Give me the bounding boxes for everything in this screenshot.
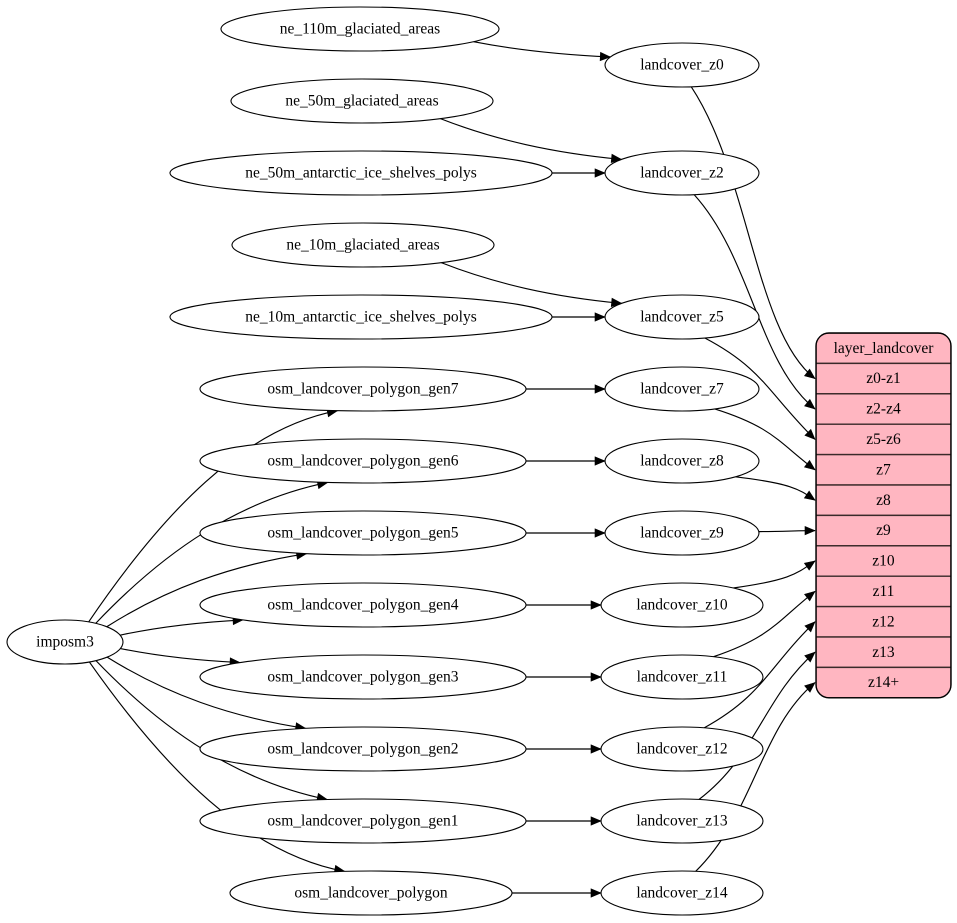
node-landcover_z2[interactable]: landcover_z2: [604, 150, 760, 196]
edge-imposm3-to-osm_landcover_polygon_gen3: [120, 647, 241, 667]
node-osm_landcover_polygon_gen7[interactable]: osm_landcover_polygon_gen7: [199, 366, 527, 412]
nodes-layer: imposm3 ne_110m_glaciated_areas ne_50m_gla…: [6, 6, 764, 916]
edge-imposm3-to-osm_landcover_polygon_gen4: [120, 615, 244, 636]
edge-osm_landcover_polygon_gen3-to-landcover_z11: [526, 672, 602, 682]
edges-layer: [88, 41, 816, 898]
node-osm_landcover_polygon_gen4[interactable]: osm_landcover_polygon_gen4: [199, 582, 527, 628]
layer-table-row[interactable]: z14+: [816, 666, 951, 698]
edge-osm_landcover_polygon_gen1-to-landcover_z13: [526, 816, 602, 826]
edge-ne_10m_antarctic_ice_shelves_polys-to-landcover_z5: [552, 312, 606, 322]
node-osm_landcover_polygon_gen2[interactable]: osm_landcover_polygon_gen2: [199, 726, 527, 772]
edge-osm_landcover_polygon-to-landcover_z14: [511, 888, 602, 898]
layer-table-row[interactable]: z9: [816, 514, 951, 547]
edge-ne_50m_antarctic_ice_shelves_polys-to-landcover_z2: [552, 168, 606, 178]
node-landcover_z8[interactable]: landcover_z8: [604, 438, 760, 484]
edge-landcover_z9-to-layer_landcover-z9: [758, 525, 816, 536]
node-osm_landcover_polygon_gen5[interactable]: osm_landcover_polygon_gen5: [199, 510, 527, 556]
node-ne_50m_glaciated_areas[interactable]: ne_50m_glaciated_areas: [230, 78, 494, 124]
layer-table-row[interactable]: z11: [816, 575, 951, 608]
node-ne_10m_antarctic_ice_shelves_polys[interactable]: ne_10m_antarctic_ice_shelves_polys: [169, 294, 553, 340]
node-landcover_z13[interactable]: landcover_z13: [600, 798, 764, 844]
edge-landcover_z2-to-layer_landcover-z2-z4: [693, 194, 816, 410]
layer-table-row[interactable]: z13: [816, 636, 951, 669]
edge-landcover_z13-to-layer_landcover-z13: [698, 651, 816, 800]
node-ne_50m_antarctic_ice_shelves_polys[interactable]: ne_50m_antarctic_ice_shelves_polys: [169, 150, 553, 196]
edge-osm_landcover_polygon_gen6-to-landcover_z8: [526, 456, 606, 466]
node-landcover_z11[interactable]: landcover_z11: [600, 654, 764, 700]
node-landcover_z10[interactable]: landcover_z10: [600, 582, 764, 628]
layer-table-row[interactable]: z10: [816, 545, 951, 577]
edge-landcover_z5-to-layer_landcover-z5-z6: [704, 337, 816, 440]
layer-table-row[interactable]: z2-z4: [816, 393, 951, 425]
node-ne_10m_glaciated_areas[interactable]: ne_10m_glaciated_areas: [231, 222, 495, 268]
node-imposm3[interactable]: imposm3: [6, 619, 124, 665]
node-landcover_z12[interactable]: landcover_z12: [600, 726, 764, 772]
edge-landcover_z8-to-layer_landcover-z8: [735, 476, 816, 501]
edge-ne_110m_glaciated_areas-to-landcover_z0: [473, 41, 612, 62]
layer-table-outline: [815, 332, 952, 699]
node-ne_110m_glaciated_areas[interactable]: ne_110m_glaciated_areas: [220, 6, 500, 52]
node-landcover_z14[interactable]: landcover_z14: [600, 870, 764, 916]
layer-table-row[interactable]: z0-z1: [816, 362, 951, 395]
edge-osm_landcover_polygon_gen2-to-landcover_z12: [525, 744, 602, 754]
edge-osm_landcover_polygon_gen7-to-landcover_z7: [526, 384, 606, 394]
node-osm_landcover_polygon_gen6[interactable]: osm_landcover_polygon_gen6: [199, 438, 527, 484]
edge-landcover_z12-to-layer_landcover-z12: [703, 621, 816, 729]
node-osm_landcover_polygon[interactable]: osm_landcover_polygon: [229, 870, 513, 916]
edge-landcover_z0-to-layer_landcover-z0-z1: [690, 86, 816, 380]
edge-landcover_z7-to-layer_landcover-z7: [714, 408, 816, 471]
edge-osm_landcover_polygon_gen4-to-landcover_z10: [526, 600, 602, 610]
edge-landcover_z11-to-layer_landcover-z11: [713, 590, 816, 658]
node-osm_landcover_polygon_gen1[interactable]: osm_landcover_polygon_gen1: [199, 798, 527, 844]
layer-table-row[interactable]: z5-z6: [816, 423, 951, 456]
node-landcover_z0[interactable]: landcover_z0: [604, 42, 760, 88]
edge-osm_landcover_polygon_gen5-to-landcover_z9: [526, 528, 606, 538]
layer-table-group: layer_landcoverz0-z1z2-z4z5-z6z7z8z9z10z…: [815, 332, 952, 699]
node-osm_landcover_polygon_gen3[interactable]: osm_landcover_polygon_gen3: [199, 654, 527, 700]
node-landcover_z5[interactable]: landcover_z5: [604, 294, 760, 340]
layer-table-row[interactable]: z12: [816, 605, 951, 638]
layer-table-row[interactable]: z7: [816, 453, 951, 486]
edge-landcover_z10-to-layer_landcover-z10: [733, 560, 816, 589]
layer-table-row[interactable]: z8: [816, 484, 951, 517]
node-landcover_z9[interactable]: landcover_z9: [604, 510, 760, 556]
layer-table-header: layer_landcover: [816, 333, 951, 365]
edge-landcover_z14-to-layer_landcover-z14+: [695, 682, 816, 872]
node-landcover_z7[interactable]: landcover_z7: [604, 366, 760, 412]
